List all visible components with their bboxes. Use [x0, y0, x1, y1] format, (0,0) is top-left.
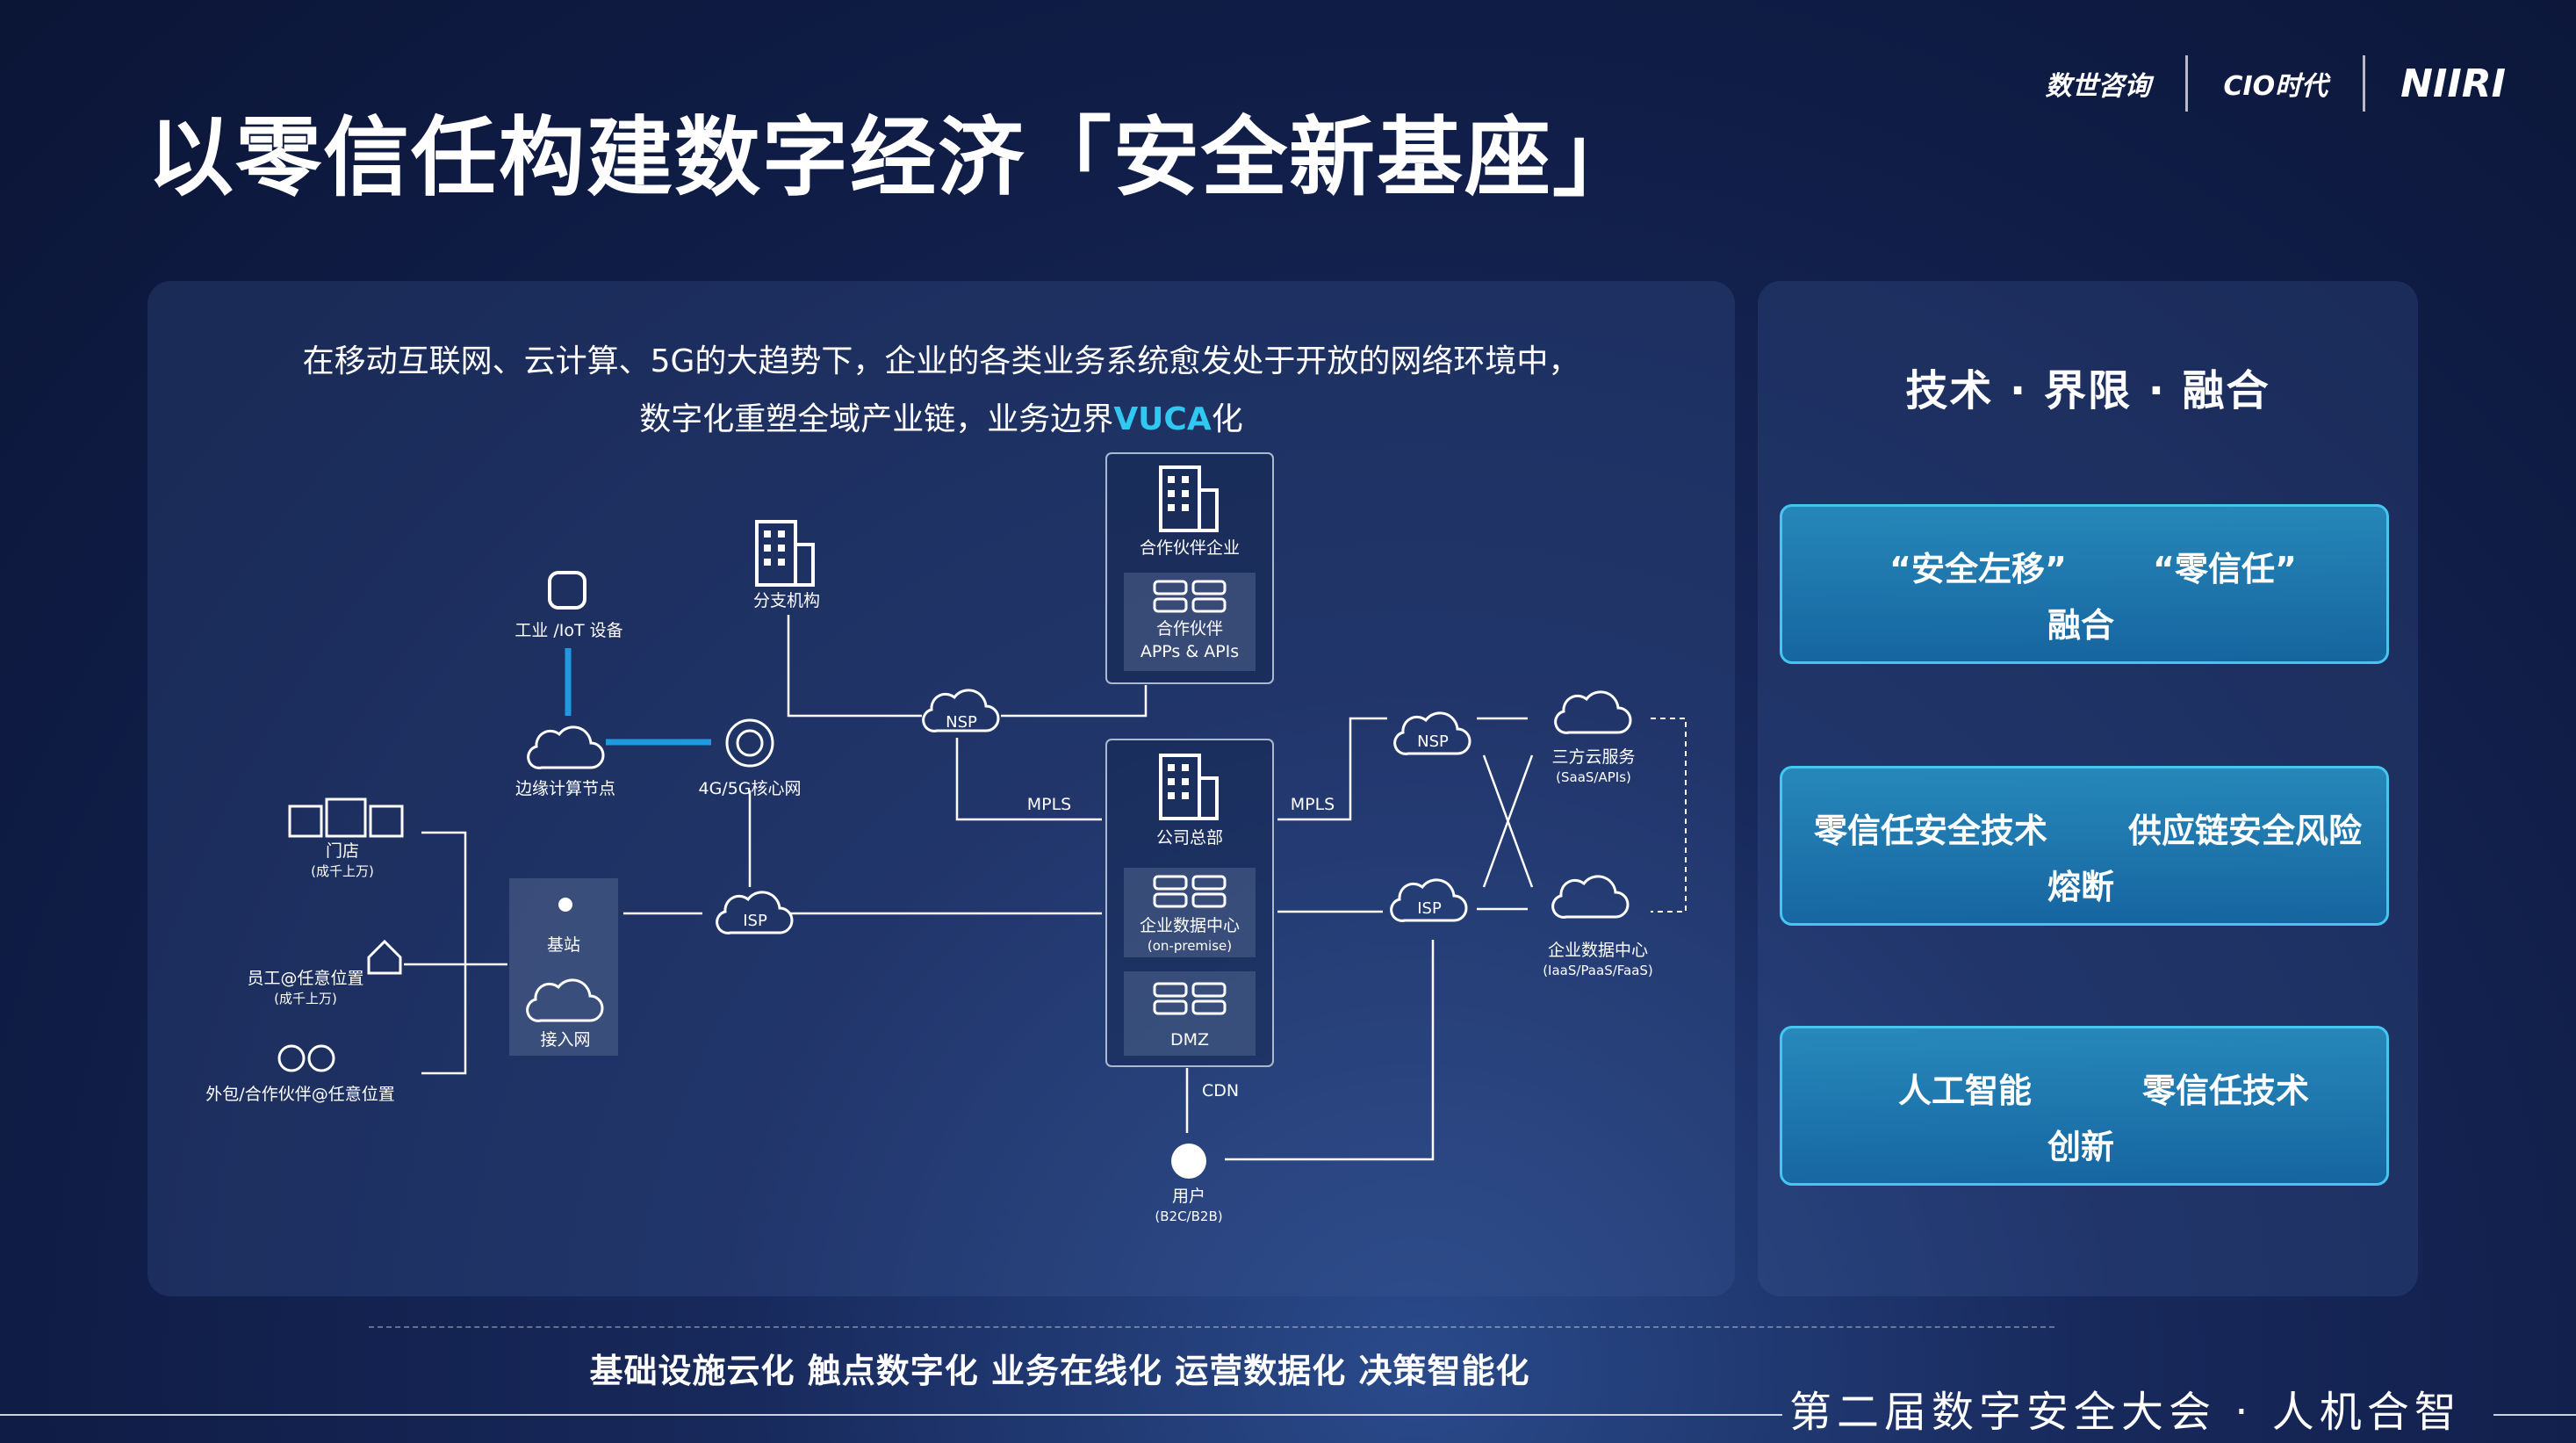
edge-label: 边缘计算节点: [515, 779, 615, 798]
intro-line-2: 数字化重塑全域产业链，业务边界VUCA化: [639, 401, 1243, 437]
user-label-2: (B2C/B2B): [1155, 1209, 1222, 1224]
footer-line-end: [2493, 1414, 2576, 1416]
cdn-label: CDN: [1202, 1081, 1239, 1100]
nsp-label-2: NSP: [1417, 732, 1449, 751]
branch-building-icon: [755, 520, 815, 587]
footer-conference: 第二届数字安全大会 · 人机合智: [1789, 1388, 2462, 1437]
partner-company-label: 合作伙伴企业: [1140, 538, 1240, 558]
dashed-link: [1651, 718, 1687, 913]
logo-divider: [2185, 55, 2189, 112]
concept-box-1: “安全左移” “零信任” 融合: [1780, 504, 2389, 664]
logo-divider: [2363, 55, 2366, 112]
staff-label-1: 员工@任意位置: [247, 969, 363, 988]
bottom-divider: [369, 1326, 2054, 1328]
partner-apps-label-2: APPs & APIs: [1140, 642, 1239, 661]
logo-niiri: NIIRI: [2400, 61, 2506, 106]
concept-box-1-bottom: 融合: [2047, 606, 2115, 645]
concept-box-3-right: 零信任技术: [2142, 1071, 2310, 1110]
dmz-box: [1124, 971, 1256, 1056]
vuca-highlight: VUCA: [1113, 401, 1212, 437]
edc-label-2: (IaaS/PaaS/FaaS): [1543, 963, 1653, 978]
concept-box-2-right: 供应链安全风险: [2128, 812, 2363, 850]
partner-apps-box: [1124, 573, 1256, 671]
logo-shushi: 数世咨询: [2045, 71, 2151, 102]
concept-box-3-left: 人工智能: [1898, 1071, 2033, 1110]
concept-box-2: 零信任安全技术 供应链安全风险 熔断: [1780, 766, 2389, 926]
edge-node-icon: [527, 725, 605, 769]
hq-label: 公司总部: [1156, 828, 1223, 848]
third-party-cloud-icon: [1554, 690, 1632, 734]
blue-links: [565, 648, 711, 746]
concept-box-2-bottom: 熔断: [2047, 868, 2115, 906]
concept-box-1-right: “零信任”: [2153, 550, 2297, 588]
connections: [404, 615, 1534, 1161]
store-label-1: 门店: [326, 841, 359, 861]
concept-box-3-bottom: 创新: [2047, 1128, 2115, 1166]
partner-apps-label-1: 合作伙伴: [1156, 619, 1223, 639]
page-title: 以零信任构建数字经济「安全新基座」: [148, 108, 1641, 208]
right-panel-title: 技术 · 界限 · 融合: [1905, 366, 2270, 415]
store-icon: [288, 804, 323, 838]
intro-line-1: 在移动互联网、云计算、5G的大趋势下，企业的各类业务系统愈发处于开放的网络环境中…: [302, 343, 1580, 379]
partner-box: [1105, 452, 1274, 684]
users-icon: [1171, 1144, 1206, 1179]
iot-icon: [548, 571, 586, 610]
store-label-2: (成千上万): [311, 863, 374, 879]
concept-box-3: 人工智能 零信任技术 创新: [1780, 1026, 2389, 1186]
enterprise-cloud-icon: [1551, 875, 1630, 919]
isp-label-2: ISP: [1417, 899, 1442, 918]
dmz-label: DMZ: [1170, 1030, 1209, 1050]
outsource-label: 外包/合作伙伴@任意位置: [205, 1085, 394, 1104]
core-label: 4G/5G核心网: [698, 779, 801, 798]
cloud-label-1: 三方云服务: [1551, 747, 1635, 767]
bottom-summary: 基础设施云化 触点数字化 业务在线化 运营数据化 决策智能化: [589, 1352, 1530, 1390]
nsp-label: NSP: [946, 713, 977, 732]
isp-label: ISP: [743, 912, 767, 930]
hq-box: [1105, 739, 1274, 1067]
mpls-label-2: MPLS: [1291, 795, 1335, 814]
footer-line: [0, 1414, 1782, 1416]
concept-box-2-left: 零信任安全技术: [1814, 812, 2048, 850]
dc-label-1: 企业数据中心: [1140, 916, 1240, 935]
branch-label: 分支机构: [753, 591, 820, 610]
user-label-1: 用户: [1172, 1187, 1205, 1206]
logo-group: 数世咨询 CIO时代 NIIRI: [2045, 48, 2506, 119]
mpls-label: MPLS: [1027, 795, 1072, 814]
base-station-icon: [558, 898, 572, 912]
cloud-label-2: (SaaS/APIs): [1556, 769, 1631, 785]
staff-label-2: (成千上万): [274, 991, 337, 1006]
concept-box-1-left: “安全左移”: [1889, 550, 2067, 588]
home-icon: [367, 939, 402, 975]
diagram-panel: [148, 281, 1735, 1296]
dc-label-2: (on-premise): [1148, 938, 1232, 954]
logo-cio: CIO时代: [2223, 71, 2328, 102]
edc-label-1: 企业数据中心: [1548, 941, 1648, 960]
iot-label: 工业 /IoT 设备: [514, 621, 622, 640]
dc-box: [1124, 868, 1256, 957]
base-station-label: 基站: [547, 935, 580, 955]
access-net-label: 接入网: [540, 1030, 590, 1050]
partner-people-icon: [277, 1044, 306, 1072]
core-network-icon: [736, 729, 764, 757]
